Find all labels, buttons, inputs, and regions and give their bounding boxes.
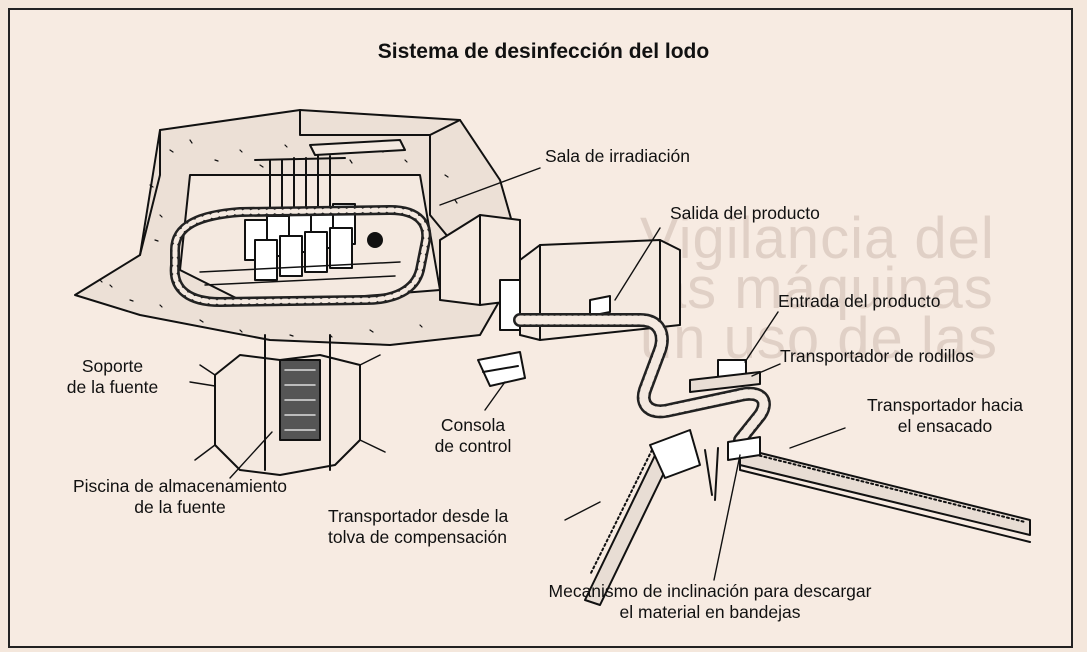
inner-conveyor-loop	[169, 205, 432, 307]
tilt-mechanism	[727, 436, 761, 461]
bagging-conveyor	[739, 447, 1031, 543]
label-line: Transportador desde la	[328, 506, 509, 526]
label-control-console: Consola de control	[418, 415, 528, 457]
label-line: Piscina de almacenamiento	[72, 476, 287, 496]
label-tilt-mechanism: Mecanismo de inclinación para descargar …	[500, 581, 920, 623]
label-source-support: Soporte de la fuente	[40, 356, 185, 398]
label-product-entry: Entrada del producto	[778, 291, 941, 311]
label-line: de control	[434, 436, 512, 456]
label-line: Mecanismo de inclinación para descargar	[548, 581, 872, 601]
label-line: el material en bandejas	[619, 602, 801, 622]
label-conveyor-to-bagging: Transportador hacia el ensacado	[845, 395, 1045, 437]
label-line: de la fuente	[134, 497, 226, 517]
bleed-through-text: un uso de las	[640, 306, 999, 371]
label-line: tolva de compensación	[328, 527, 507, 547]
label-product-exit: Salida del producto	[670, 203, 820, 223]
label-roller-conveyor: Transportador de rodillos	[780, 346, 974, 366]
label-line: Soporte	[81, 356, 144, 376]
label-line: de la fuente	[66, 377, 159, 397]
label-storage-pool: Piscina de almacenamiento de la fuente	[40, 476, 320, 518]
label-line: Consola	[440, 415, 506, 435]
serpentine-conveyor	[513, 313, 771, 447]
label-line: Transportador hacia	[867, 395, 1023, 415]
label-irradiation-room: Sala de irradiación	[545, 146, 690, 166]
diagram-title: Sistema de desinfección del lodo	[377, 40, 710, 63]
label-line: el ensacado	[897, 416, 993, 436]
label-conveyor-from-hopper: Transportador desde la tolva de compensa…	[328, 506, 508, 548]
hopper-conveyor	[584, 429, 719, 606]
bleed-through-text: Vigilancia del	[640, 206, 995, 271]
product-exit-building	[439, 214, 681, 341]
control-console	[477, 351, 526, 387]
leader-lines	[189, 167, 846, 581]
bleed-through-text: las máquinas	[640, 256, 994, 321]
storage-pool	[194, 334, 386, 476]
